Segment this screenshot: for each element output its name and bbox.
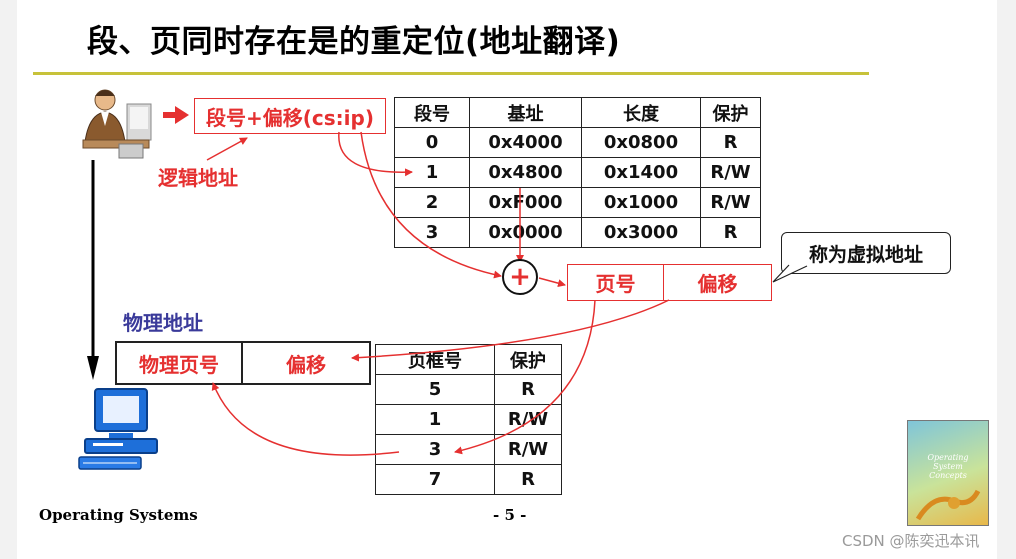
footer-page-number: - 5 - (493, 506, 527, 524)
virtual-address-box: 页号 偏移 (567, 264, 772, 301)
table-cell: 0x1400 (581, 157, 701, 188)
table-cell: 3 (394, 217, 470, 248)
virtual-offset: 偏移 (697, 272, 738, 296)
header-cell: 段号 (394, 97, 470, 128)
title-underline (33, 72, 869, 75)
table-cell: 0x0000 (469, 217, 582, 248)
table-row: 3 0x0000 0x3000 R (394, 217, 761, 248)
table-cell: R/W (494, 404, 562, 435)
physical-frame-number: 物理页号 (117, 343, 243, 383)
logical-address-caption: 逻辑地址 (158, 166, 238, 190)
adder-to-virtual-arrow (538, 277, 566, 288)
caption-arrow (206, 137, 248, 161)
book-title-line: Operating (927, 453, 969, 462)
table-cell: R (700, 217, 761, 248)
table-cell: R (494, 374, 562, 405)
offset-to-adder-arrow (360, 131, 502, 279)
table-row: 0 0x4000 0x0800 R (394, 127, 761, 158)
virtual-address-callout: 称为虚拟地址 (781, 232, 951, 274)
table-cell: R (700, 127, 761, 158)
input-arrow (163, 106, 189, 124)
table-cell: 5 (375, 374, 495, 405)
segment-lookup-arrow (338, 131, 413, 177)
table-cell: 0xF000 (469, 187, 582, 218)
page-lookup-arrow (454, 299, 596, 455)
header-cell: 基址 (469, 97, 582, 128)
table-cell: R/W (494, 434, 562, 465)
translation-arrows (163, 106, 808, 456)
logical-address-label: 段号+偏移(cs:ip) (206, 105, 374, 130)
logical-address-box: 段号+偏移(cs:ip) (194, 98, 386, 134)
watermark: CSDN @陈奕迅本讯 (842, 532, 980, 550)
segment-table: 段号 基址 长度 保护 0 0x4000 0x0800 R 1 0x4800 0… (394, 97, 761, 248)
book-cover-image: Operating System Concepts (907, 420, 989, 526)
virtual-page-number: 页号 (568, 265, 664, 300)
computer-icon (78, 388, 158, 470)
table-row: 2 0xF000 0x1000 R/W (394, 187, 761, 218)
frame-to-physical-arrow (211, 382, 400, 456)
dinosaur-icon (915, 489, 981, 521)
table-cell: 0x3000 (581, 217, 701, 248)
table-cell: 0x0800 (581, 127, 701, 158)
page-title: 段、页同时存在是的重定位(地址翻译) (87, 24, 621, 60)
book-title-line: Concepts (929, 471, 967, 480)
table-row: 7 R (375, 464, 562, 495)
table-cell: 0x1000 (581, 187, 701, 218)
table-cell: 3 (375, 434, 495, 465)
table-cell: R/W (700, 157, 761, 188)
page-table: 页框号 保护 5 R 1 R/W 3 R/W 7 R (375, 344, 562, 495)
book-title-line: System (933, 462, 963, 471)
footer-course: Operating Systems (39, 506, 198, 524)
table-cell: 0x4000 (469, 127, 582, 158)
physical-address-box: 物理页号 偏移 (115, 341, 371, 385)
table-cell: R (494, 464, 562, 495)
slide: 段、页同时存在是的重定位(地址翻译) 段号+偏移(cs:ip) 逻辑地址 段号 … (17, 0, 997, 559)
adder-plus-icon: + (502, 259, 538, 295)
flow-down-arrow (87, 160, 99, 380)
user-at-desk-icon (82, 89, 152, 159)
table-cell: 0 (394, 127, 470, 158)
table-row: 5 R (375, 374, 562, 405)
offset-copy-arrow (351, 299, 670, 362)
physical-address-caption: 物理地址 (123, 311, 203, 335)
table-row: 3 R/W (375, 434, 562, 465)
segment-table-header: 段号 基址 长度 保护 (394, 97, 761, 128)
table-cell: R/W (700, 187, 761, 218)
header-cell: 保护 (700, 97, 761, 128)
table-cell: 7 (375, 464, 495, 495)
physical-offset: 偏移 (286, 352, 326, 377)
callout-pointer (772, 264, 808, 283)
